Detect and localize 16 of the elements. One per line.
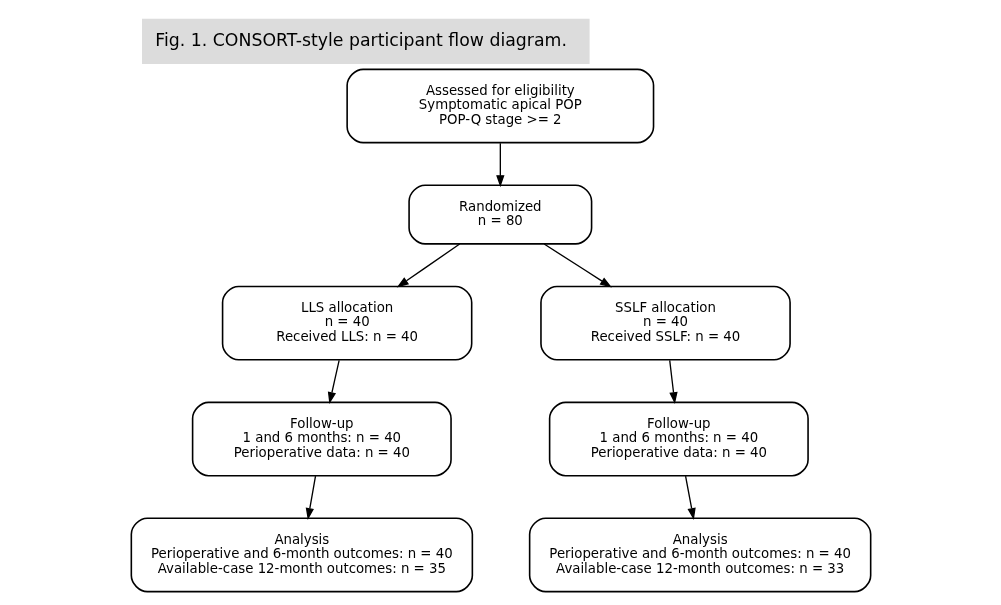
arrow	[543, 243, 612, 288]
node-box: Assessed for eligibility Symptomatic apical POP POP-Q stage >= 2	[345, 68, 654, 144]
arrow	[668, 359, 678, 405]
node-box: SSLF allocation n = 40 Received SSLF: n = 40	[539, 285, 791, 361]
node-box: Analysis Perioperative and 6-month outcomes: n = 40 Available-case 12-month outcomes: n = 35	[130, 517, 473, 593]
node-box: Randomized n = 80	[407, 184, 592, 245]
node-box: Follow-up 1 and 6 months: n = 40 Perioperative data: n = 40	[548, 401, 809, 477]
caption: Fig. 1. CONSORT-style participant flow diagram.	[154, 29, 567, 50]
node-box: Analysis Perioperative and 6-month outcomes: n = 40 Available-case 12-month outcomes: n = 33	[528, 517, 871, 593]
arrow	[305, 475, 316, 520]
arrow	[327, 359, 340, 405]
node-box: Follow-up 1 and 6 months: n = 40 Perioperative data: n = 40	[191, 401, 452, 477]
arrow	[396, 243, 460, 288]
node-box: LLS allocation n = 40 Received LLS: n = 40	[221, 285, 472, 361]
arrow	[495, 142, 505, 188]
arrow	[684, 475, 696, 520]
